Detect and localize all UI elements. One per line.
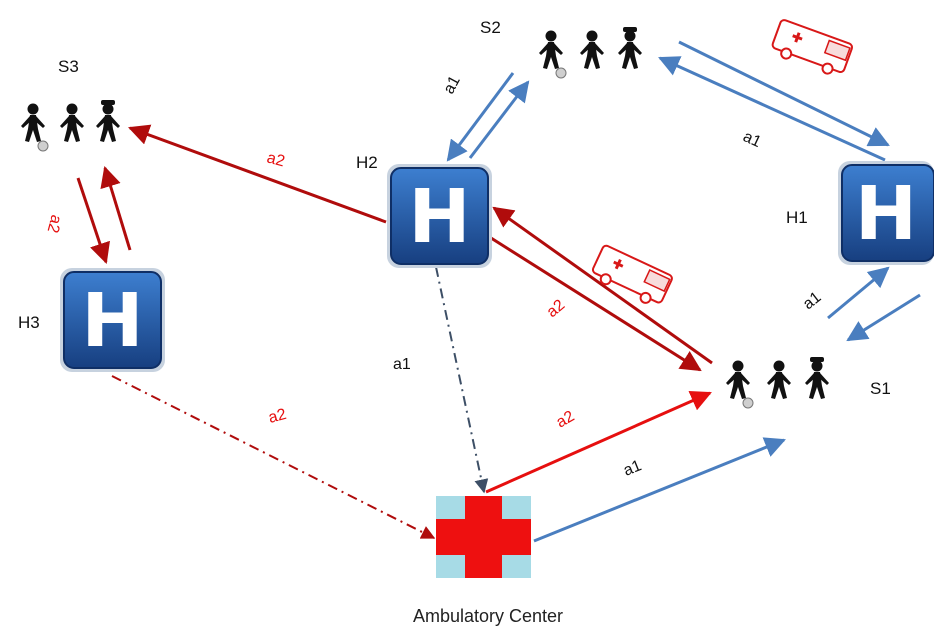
label-ambulatory-center: Ambulatory Center (413, 606, 563, 626)
edge-label-h3-center: a2 (267, 406, 289, 427)
ambulatory-center: Ambulatory Center (413, 496, 563, 626)
edge-h1-to-s2 (658, 56, 886, 162)
hospital-letter: H (855, 171, 917, 257)
hospital-letter: H (82, 278, 144, 364)
edge-s1-to-h1 (827, 266, 890, 320)
edge-label-h1-s2: a1 (740, 128, 763, 151)
site-s3: S3 (21, 57, 120, 152)
hospital-h2: H H2 (356, 153, 492, 268)
label-s2: S2 (480, 18, 501, 37)
ambulance-icon (771, 19, 854, 75)
ambulance-icon (591, 244, 673, 304)
people-group-icon (21, 100, 120, 152)
edge-label-center-s1-blue: a1 (621, 457, 644, 479)
edge-h2-to-s1 (490, 236, 702, 372)
hospital-h3: H H3 (18, 268, 165, 372)
edge-s1-to-h2 (492, 206, 713, 365)
edges-layer (76, 40, 921, 543)
site-s2: S2 (480, 18, 642, 79)
edge-center-to-s1-blue (533, 437, 786, 543)
edge-h3-to-s3 (100, 165, 132, 251)
edge-label-h2-s3: a2 (265, 149, 287, 170)
label-h1: H1 (786, 208, 808, 227)
edge-h2-to-s3 (128, 124, 387, 224)
edge-center-to-s1-red (485, 391, 712, 494)
edge-s2-to-h1 (678, 40, 890, 147)
site-s1: S1 (726, 357, 891, 409)
edge-label-h2-s1: a2 (544, 297, 569, 322)
label-s1: S1 (870, 379, 891, 398)
edge-label-center-s1-red: a2 (554, 408, 578, 432)
hospital-h-icon: H (387, 164, 492, 268)
edge-h2-to-center (435, 266, 489, 494)
hospital-h-icon: H (60, 268, 165, 372)
people-group-icon (539, 27, 642, 79)
people-group-icon (726, 357, 829, 409)
hospital-h-icon: H (838, 161, 934, 265)
edge-h3-to-center (111, 375, 436, 539)
label-h3: H3 (18, 313, 40, 332)
red-cross-icon (436, 496, 531, 578)
label-h2: H2 (356, 153, 378, 172)
edge-label-s3-h3: a2 (44, 213, 65, 235)
label-s3: S3 (58, 57, 79, 76)
hospital-letter: H (409, 174, 471, 260)
edge-s3-to-h3 (76, 177, 110, 264)
edge-s2-to-h2 (446, 72, 515, 162)
edge-label-h2-center: a1 (393, 356, 411, 373)
edge-label-h1-s1: a1 (800, 289, 825, 313)
edge-h1-to-s1 (846, 293, 921, 342)
hospital-h1: H H1 (786, 161, 934, 265)
edge-label-s2-h2: a1 (441, 73, 464, 97)
edge-h2-to-s2 (468, 80, 530, 159)
